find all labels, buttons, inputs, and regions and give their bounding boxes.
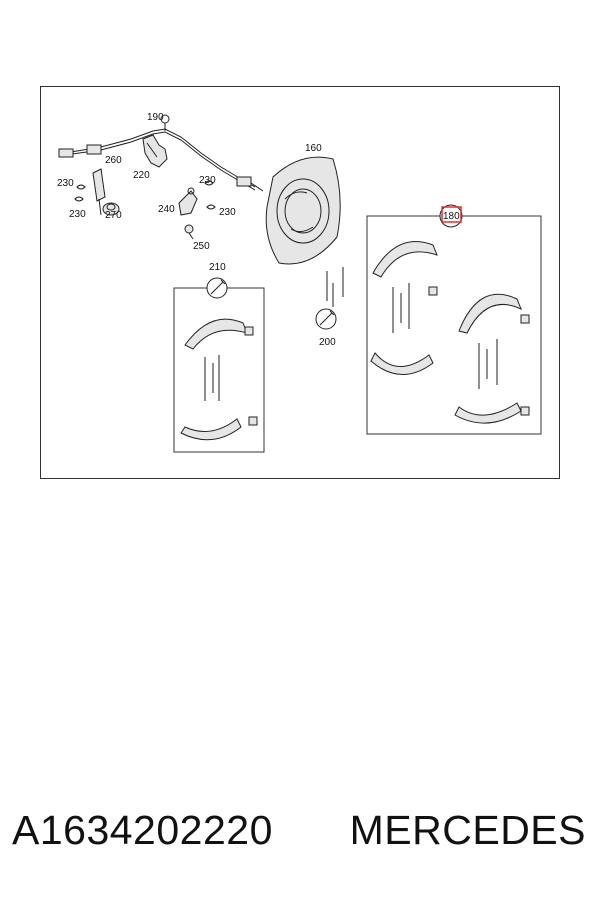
callout-190: 190 <box>147 112 164 123</box>
bolt-250 <box>184 224 194 240</box>
callout-180: 180 <box>443 211 460 222</box>
callout-250: 250 <box>193 241 210 252</box>
kit-180-parts <box>370 241 530 424</box>
backing-plate-160 <box>265 156 341 265</box>
callout-260: 260 <box>105 155 122 166</box>
callout-180-highlight[interactable]: 180 <box>439 204 463 228</box>
handbrake-cable <box>58 114 264 192</box>
callout-230-b: 230 <box>69 209 86 220</box>
callout-270: 270 <box>105 210 122 221</box>
callout-220: 220 <box>133 170 150 181</box>
callout-160: 160 <box>305 143 322 154</box>
bracket-240 <box>178 187 198 216</box>
highlight-box <box>441 206 462 223</box>
callout-230-c: 230 <box>199 175 216 186</box>
brand-name: MERCEDES <box>349 806 586 853</box>
caption-bar: A1634202220 MERCEDES <box>0 800 600 860</box>
callout-210: 210 <box>209 262 226 273</box>
kit-210-wrench-icon <box>206 277 228 299</box>
parts-diagram-frame: 190 260 220 230 230 270 230 230 240 250 … <box>40 86 560 479</box>
kit-210-parts <box>180 318 258 441</box>
nut-270 <box>102 202 120 216</box>
callout-240: 240 <box>158 204 175 215</box>
callout-200: 200 <box>319 337 336 348</box>
part-number: A1634202220 <box>12 806 273 853</box>
callout-230-d: 230 <box>219 207 236 218</box>
cable-clip-220 <box>142 134 168 168</box>
callout-230-a: 230 <box>57 178 74 189</box>
clip-230-group <box>74 180 216 210</box>
adjuster-200 <box>315 267 344 330</box>
bracket-260 <box>92 168 106 216</box>
brake-parts-diagram: 190 260 220 230 230 270 230 230 240 250 … <box>57 112 542 453</box>
